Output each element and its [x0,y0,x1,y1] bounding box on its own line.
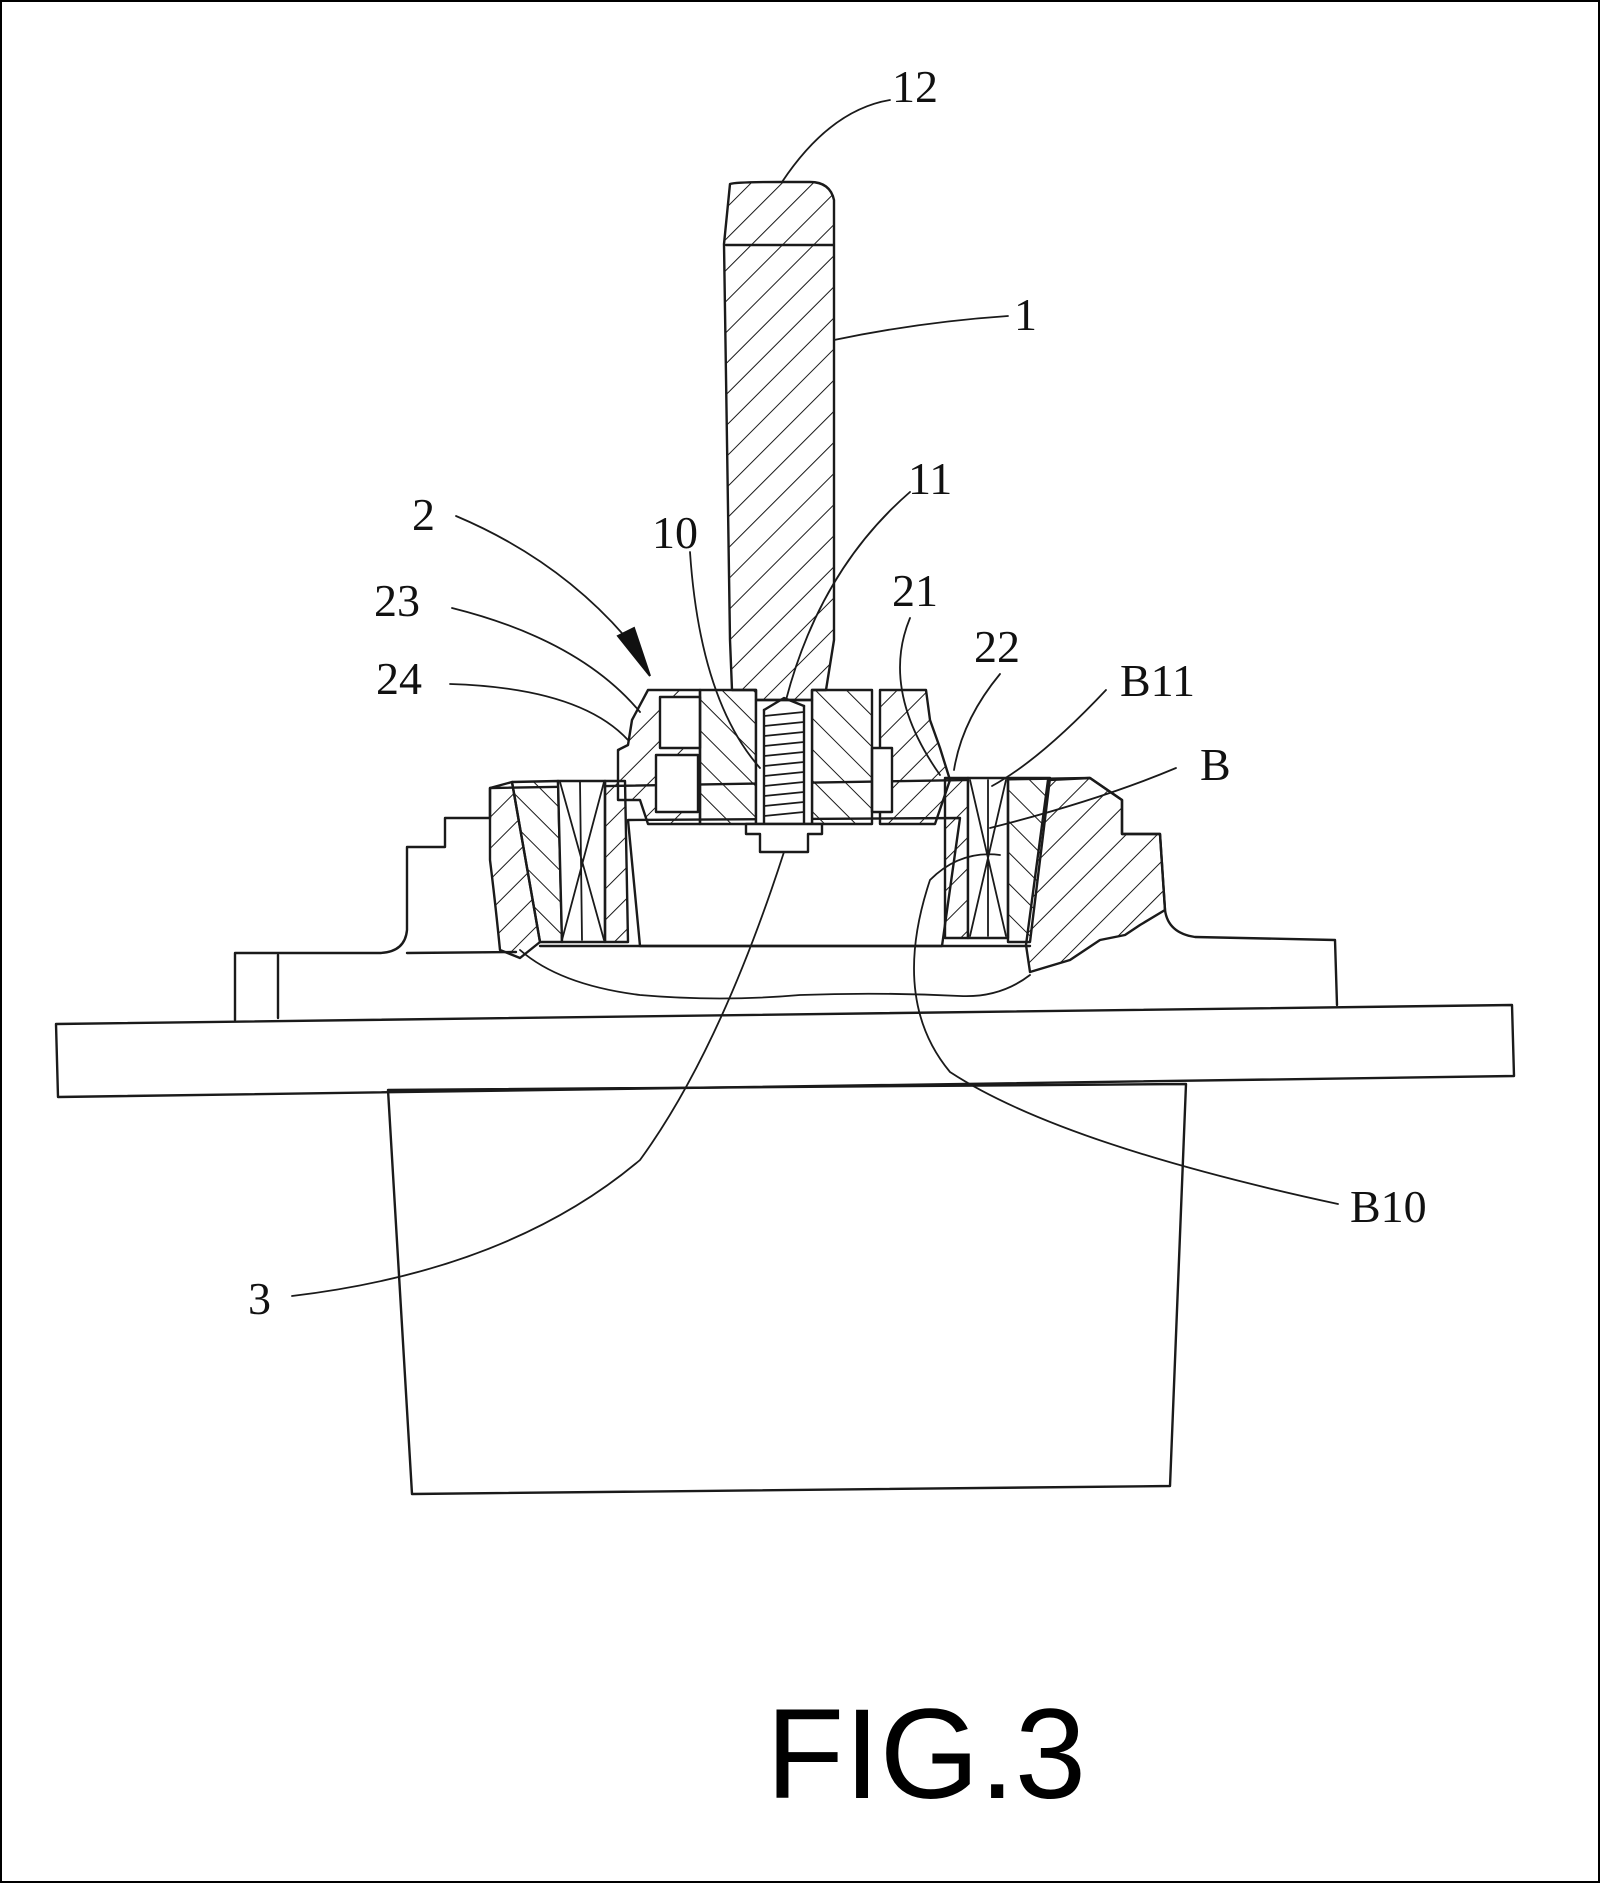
screw-head [744,822,824,854]
hub-inner-left [658,695,702,750]
ref-label-3: 3 [248,1273,271,1324]
section-break-line [519,949,1031,1000]
ref-label-12: 12 [892,61,938,112]
figure-caption: FIG.3 [766,1683,1086,1826]
ref-label-1: 1 [1014,289,1037,340]
leader-12 [781,99,891,183]
arrowhead-2 [616,626,651,677]
bearing-right-outer-race [1006,776,1052,944]
ref-label-22: 22 [974,621,1020,672]
leader-1 [833,315,1009,341]
screw-thread [763,711,805,817]
ref-label-B: B [1200,739,1231,790]
ref-label-2: 2 [412,489,435,540]
leader-11 [785,491,911,701]
leader-B10 [913,853,1339,1205]
shaft-block-10 [698,688,758,826]
leader-10 [689,551,761,769]
shaft-block-right [810,688,874,826]
bearing-right-roller-x [969,779,1007,937]
leader-B11 [991,689,1107,787]
ref-label-10: 10 [652,507,698,558]
bearing-left-roller-x [559,781,605,941]
base-plate [54,1003,1516,1099]
leader-24 [449,683,629,741]
hub-sleeve-right [878,688,952,826]
ref-label-24: 24 [376,653,422,704]
seat-section-left [488,780,542,960]
leader-3 [291,851,785,1297]
seat-section-right [1024,776,1167,974]
leader-22 [953,673,1001,771]
shaft-1 [722,180,836,702]
leader-21 [899,617,941,776]
hub-recess-left [654,753,700,814]
leader-2 [455,515,629,641]
ref-label-23: 23 [374,575,420,626]
leader-B [989,767,1177,829]
ref-label-B10: B10 [1350,1181,1427,1232]
seat-inner-line [405,950,518,955]
ref-label-21: 21 [892,565,938,616]
hub-recess-right [870,746,894,814]
ref-label-B11: B11 [1120,655,1195,706]
leader-23 [451,607,641,713]
ref-label-11: 11 [908,453,952,504]
bearing-left-inner-race [603,779,630,944]
lower-housing [386,1082,1188,1496]
